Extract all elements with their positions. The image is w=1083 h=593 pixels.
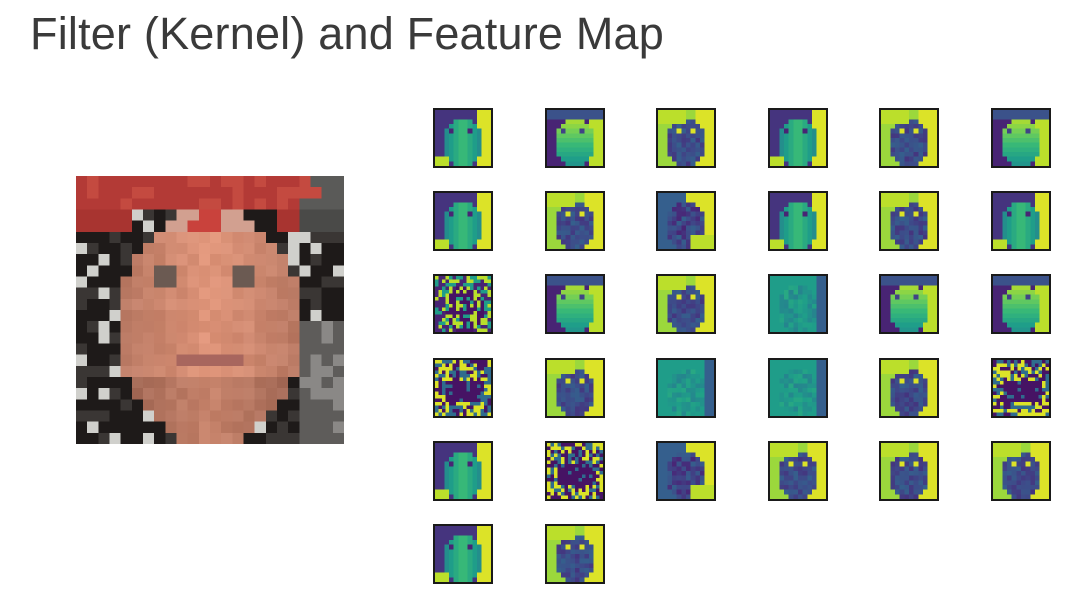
feature-map-2 <box>545 108 605 168</box>
feature-map-29 <box>879 441 939 501</box>
feature-map-32 <box>545 524 605 584</box>
feature-map-15 <box>656 274 716 334</box>
feature-map-30 <box>991 441 1051 501</box>
feature-map-17 <box>879 274 939 334</box>
input-face-image <box>76 176 344 444</box>
feature-map-23 <box>879 358 939 418</box>
feature-map-20 <box>545 358 605 418</box>
feature-map-5 <box>879 108 939 168</box>
feature-map-24 <box>991 358 1051 418</box>
feature-map-18 <box>991 274 1051 334</box>
feature-map-3 <box>656 108 716 168</box>
feature-map-25 <box>433 441 493 501</box>
feature-map-26 <box>545 441 605 501</box>
page-title: Filter (Kernel) and Feature Map <box>30 8 664 59</box>
feature-map-22 <box>768 358 828 418</box>
feature-map-11 <box>879 191 939 251</box>
feature-map-21 <box>656 358 716 418</box>
feature-map-10 <box>768 191 828 251</box>
feature-map-31 <box>433 524 493 584</box>
feature-map-9 <box>656 191 716 251</box>
feature-map-1 <box>433 108 493 168</box>
feature-map-28 <box>768 441 828 501</box>
feature-map-14 <box>545 274 605 334</box>
feature-map-12 <box>991 191 1051 251</box>
feature-map-6 <box>991 108 1051 168</box>
feature-map-4 <box>768 108 828 168</box>
feature-map-13 <box>433 274 493 334</box>
feature-map-8 <box>545 191 605 251</box>
feature-map-19 <box>433 358 493 418</box>
feature-map-7 <box>433 191 493 251</box>
feature-map-16 <box>768 274 828 334</box>
feature-map-27 <box>656 441 716 501</box>
